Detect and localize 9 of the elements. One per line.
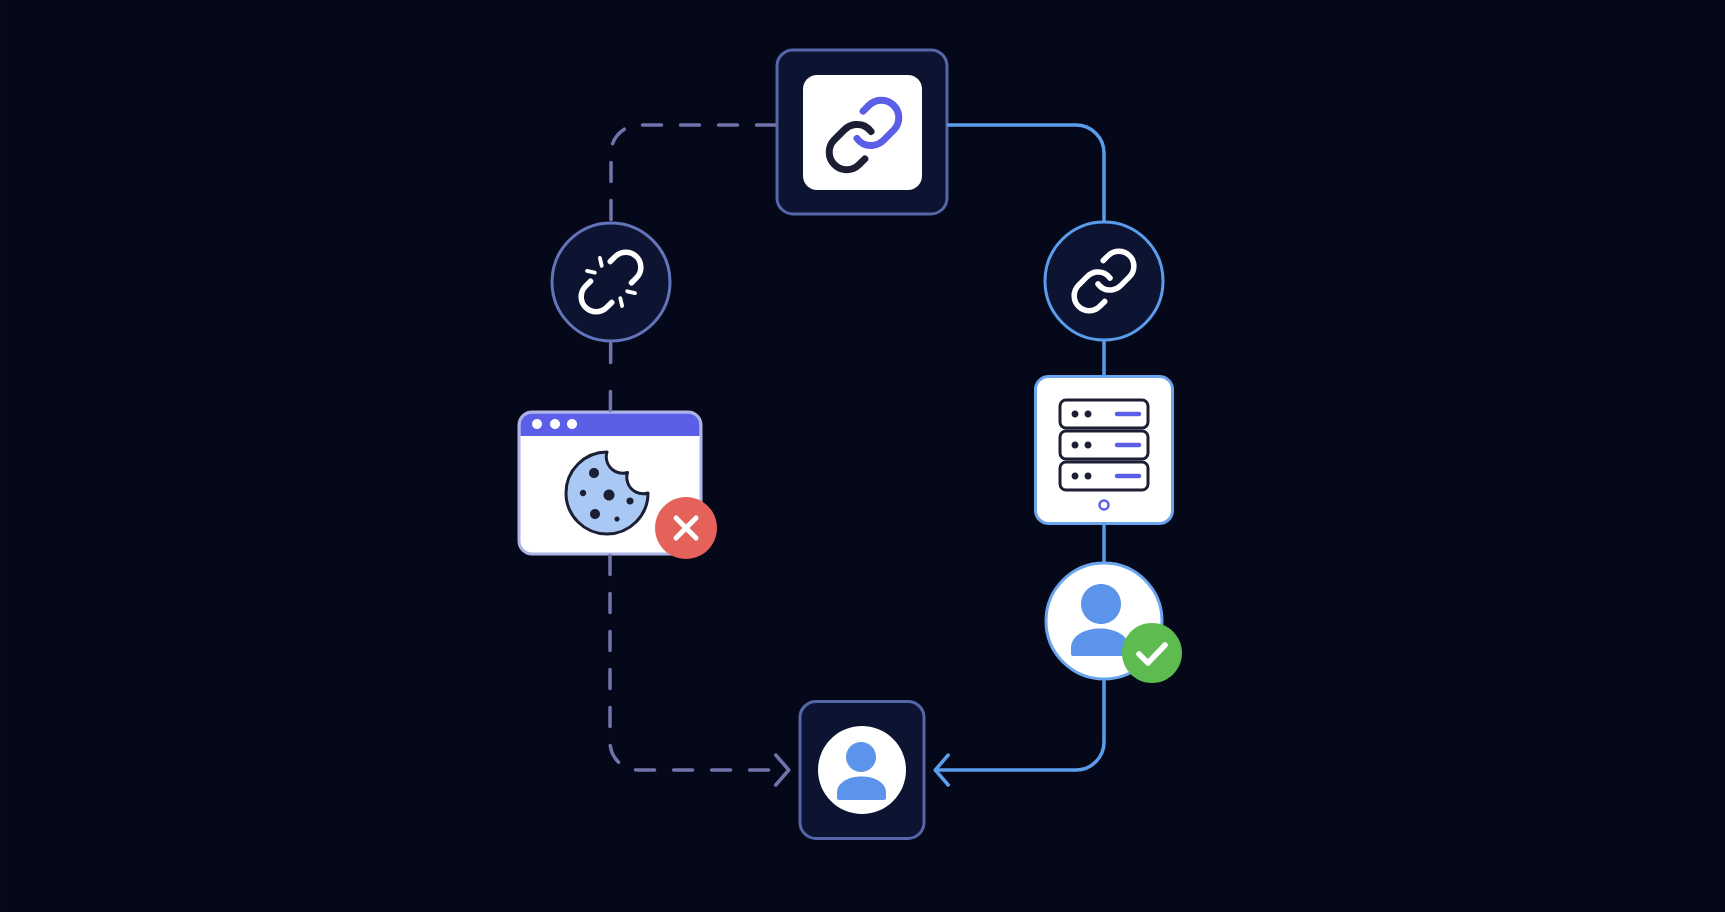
arrow bbox=[933, 678, 1106, 787]
connector-line bbox=[609, 123, 778, 224]
connector-line bbox=[1102, 523, 1106, 564]
circle-frame bbox=[550, 221, 672, 343]
arrow bbox=[608, 553, 791, 787]
connector-line bbox=[946, 123, 1106, 223]
connector-line bbox=[1102, 339, 1106, 377]
connector-line bbox=[608, 340, 613, 413]
circle-frame bbox=[1043, 220, 1165, 342]
